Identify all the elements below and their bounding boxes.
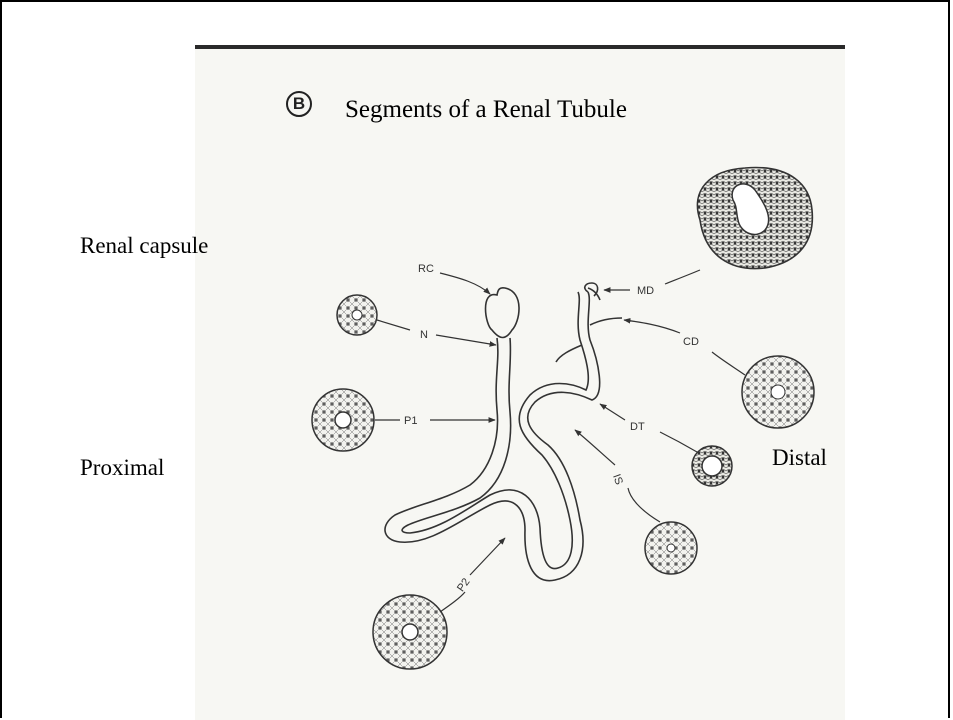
label-cd: CD: [683, 336, 699, 348]
cross-section-dt: [692, 446, 732, 486]
leader-p2: [440, 538, 505, 612]
leader-n-left: [377, 320, 410, 330]
proximal-label: Proximal: [80, 455, 164, 481]
cross-section-n: [337, 295, 377, 335]
leader-dt: [600, 404, 697, 452]
leader-rc: [440, 273, 490, 294]
figure-title: Segments of a Renal Tubule: [345, 96, 627, 124]
distal-label: Distal: [772, 445, 827, 471]
cross-section-p2: [373, 595, 447, 669]
cross-section-is: [645, 522, 697, 574]
label-p2: P2: [455, 576, 473, 594]
cross-section-p1: [312, 389, 374, 451]
figure-letter-badge: B: [286, 91, 312, 117]
tubule-outline: [385, 283, 622, 581]
leader-n-right: [436, 335, 496, 345]
cross-section-md: [697, 168, 812, 269]
renal-tubule-diagram: RC N P1 P2 IS DT CD MD: [195, 45, 845, 720]
label-md: MD: [637, 285, 654, 297]
label-is: IS: [610, 473, 625, 487]
renal-capsule-label: Renal capsule: [80, 233, 208, 259]
label-dt: DT: [630, 421, 645, 433]
cross-section-cd: [742, 356, 814, 428]
label-rc: RC: [418, 263, 434, 275]
renal-capsule-bulb: [486, 288, 520, 338]
tubule-outer-wall: [385, 292, 600, 581]
label-n: N: [420, 329, 428, 341]
label-p1: P1: [404, 415, 417, 427]
